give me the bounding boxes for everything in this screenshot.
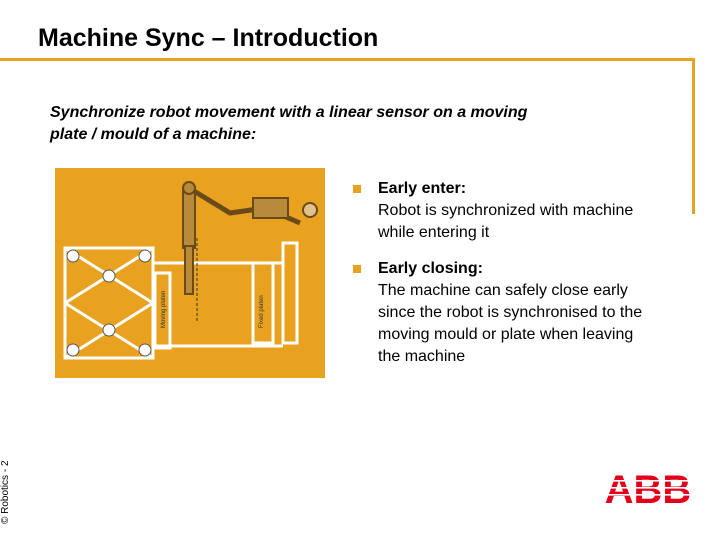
bullet-heading: Early closing: (378, 260, 483, 277)
title-rule-vertical (692, 58, 695, 214)
bullet-body: The machine can safely close early since… (378, 282, 643, 365)
robot-arm (182, 181, 318, 295)
bullet-square-icon (353, 185, 361, 193)
title-rule (0, 58, 695, 61)
bullet-list: Early enter: Robot is synchronized with … (350, 178, 650, 382)
frame-rollers (66, 249, 152, 357)
moving-platen-label: Moving platen (161, 291, 167, 328)
abb-logo-text: ABB (605, 470, 692, 508)
machine-diagram: Moving platen Fixed platen (55, 168, 325, 378)
bullet-square-icon (353, 265, 361, 273)
bullet-heading: Early enter: (378, 180, 467, 197)
abb-logo: ABB (602, 470, 694, 508)
fixed-platen-label: Fixed platen (259, 295, 265, 328)
slide-title: Machine Sync – Introduction (38, 24, 379, 52)
footer-copyright: © Robotics - 2 (0, 460, 11, 524)
machine-frame (63, 241, 299, 360)
bullet-body: Robot is synchronized with machine while… (378, 202, 634, 241)
slide-subtitle: Synchronize robot movement with a linear… (50, 104, 528, 143)
bullet-item: Early closing: The machine can safely cl… (350, 258, 650, 368)
bullet-item: Early enter: Robot is synchronized with … (350, 178, 650, 244)
